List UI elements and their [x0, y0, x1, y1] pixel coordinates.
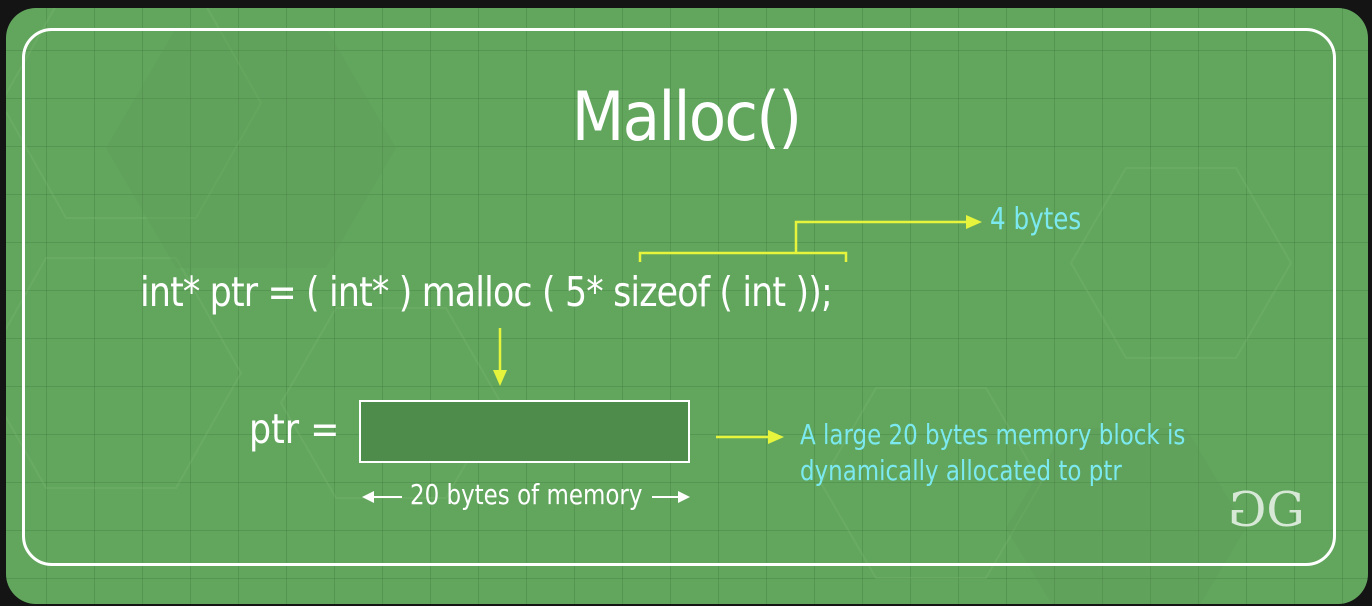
sizeof-arrow-head [966, 215, 982, 229]
allocation-note-line-2: dynamically allocated to ptr [800, 454, 1122, 487]
logo-right-glyph: G [1266, 482, 1304, 538]
gfg-logo-icon: GG [1232, 482, 1305, 538]
pointer-label: ptr = [249, 405, 340, 453]
green-card-background [6, 8, 1368, 604]
note-arrow-head [768, 430, 784, 444]
sizeof-connector [794, 220, 968, 253]
sizeof-bracket [638, 251, 848, 262]
down-arrow-head [493, 370, 507, 386]
inner-rounded-frame [22, 28, 1336, 566]
page-title: Malloc() [571, 78, 803, 157]
allocation-note-line-1: A large 20 bytes memory block is [800, 418, 1186, 451]
malloc-code-line: int* ptr = ( int* ) malloc ( 5* sizeof (… [140, 268, 833, 316]
background-hexagons [6, 8, 1293, 604]
width-arrow-right-head [678, 491, 690, 503]
memory-size-caption: 20 bytes of memory [410, 478, 643, 511]
memory-block [359, 400, 690, 463]
width-arrow-left-head [362, 491, 374, 503]
allocation-note: A large 20 bytes memory block is dynamic… [800, 417, 1185, 489]
sizeof-annotation: 4 bytes [990, 202, 1082, 237]
